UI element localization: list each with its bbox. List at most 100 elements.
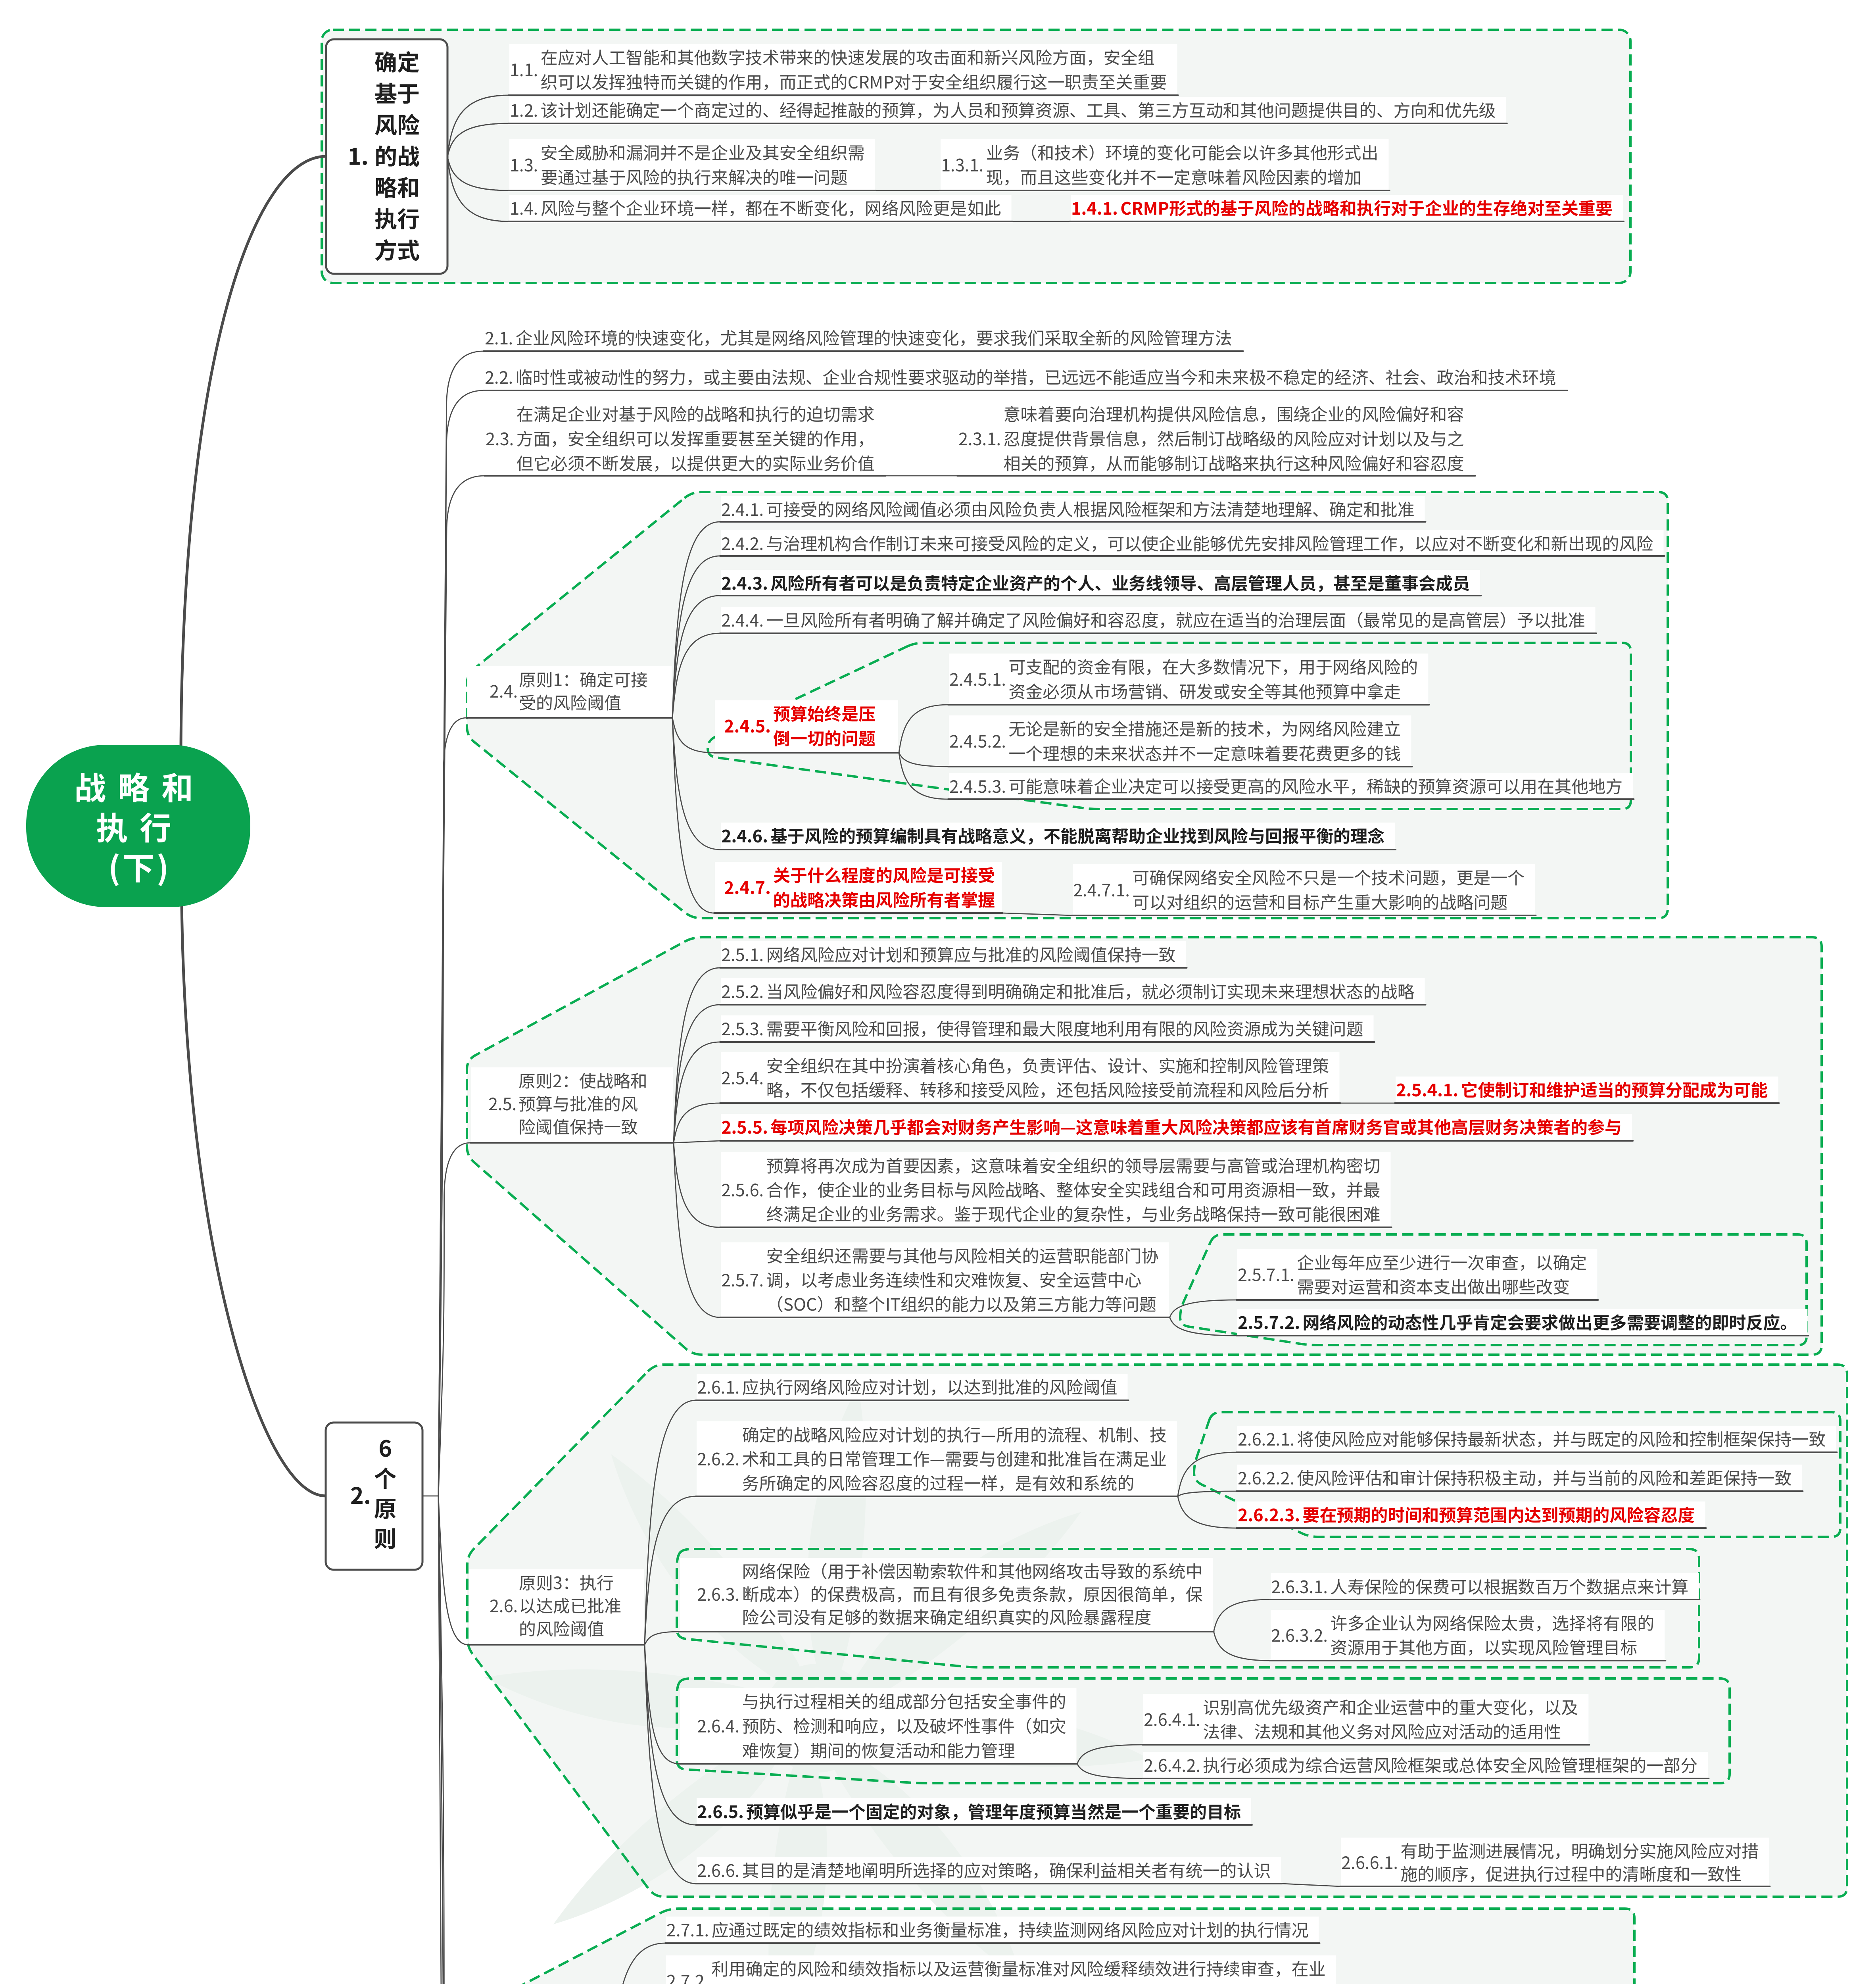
svg-text:略，不仅包括缓释、转移和接受风险，还包括风险接受前流程和风险: 略，不仅包括缓释、转移和接受风险，还包括风险接受前流程和风险后分析 xyxy=(766,1077,1329,1102)
svg-text:合作，使企业的业务目标与风险战略、整体安全实践组合和可用资源: 合作，使企业的业务目标与风险战略、整体安全实践组合和可用资源相一致，并最 xyxy=(766,1177,1381,1202)
svg-text:2.6.2.3.: 2.6.2.3. xyxy=(1238,1502,1300,1526)
svg-text:2.5.4.: 2.5.4. xyxy=(721,1065,764,1090)
svg-text:可确保网络安全风险不只是一个技术问题，更是一个: 可确保网络安全风险不只是一个技术问题，更是一个 xyxy=(1132,865,1525,889)
svg-text:一旦风险所有者明确了解并确定了风险偏好和容忍度，就应在适当的: 一旦风险所有者明确了解并确定了风险偏好和容忍度，就应在适当的治理层面（最常见的是… xyxy=(766,607,1585,632)
svg-text:2.5.: 2.5. xyxy=(488,1091,517,1115)
svg-text:与治理机构合作制订未来可接受风险的定义，可以使企业能够优先安: 与治理机构合作制订未来可接受风险的定义，可以使企业能够优先安排风险管理工作，以应… xyxy=(766,531,1653,555)
svg-text:2.4.: 2.4. xyxy=(490,678,518,703)
svg-text:预算将再次成为首要因素，这意味着安全组织的领导层需要与高管或: 预算将再次成为首要因素，这意味着安全组织的领导层需要与高管或治理机构密切 xyxy=(766,1153,1381,1177)
svg-text:2.6.: 2.6. xyxy=(490,1593,518,1617)
svg-text:织可以发挥独特而关键的作用，而正式的CRMP对于安全组织履行: 织可以发挥独特而关键的作用，而正式的CRMP对于安全组织履行这一职责至关重要 xyxy=(541,69,1167,94)
svg-text:业务（和技术）环境的变化可能会以许多其他形式出: 业务（和技术）环境的变化可能会以许多其他形式出 xyxy=(986,140,1379,164)
svg-text:网络风险应对计划和预算应与批准的风险阈值保持一致: 网络风险应对计划和预算应与批准的风险阈值保持一致 xyxy=(766,942,1176,966)
svg-text:无论是新的安全措施还是新的技术，为网络风险建立: 无论是新的安全措施还是新的技术，为网络风险建立 xyxy=(1008,716,1401,740)
svg-text:2.4.3.: 2.4.3. xyxy=(721,570,768,595)
svg-text:1.4.1.: 1.4.1. xyxy=(1071,195,1118,220)
svg-text:方面，安全组织可以发挥重要甚至关键的作用，: 方面，安全组织可以发挥重要甚至关键的作用， xyxy=(517,426,875,450)
svg-text:战略和: 战略和 xyxy=(74,763,205,809)
svg-text:（SOC）和整个IT组织的能力以及第三方能力等问题: （SOC）和整个IT组织的能力以及第三方能力等问题 xyxy=(766,1291,1156,1316)
svg-text:2.1.: 2.1. xyxy=(485,325,513,350)
svg-text:2.6.2.1.: 2.6.2.1. xyxy=(1238,1426,1294,1451)
svg-text:原则3：执行: 原则3：执行 xyxy=(519,1570,614,1594)
svg-text:2.6.2.2.: 2.6.2.2. xyxy=(1238,1465,1294,1490)
svg-text:2.5.6.: 2.5.6. xyxy=(721,1177,764,1202)
svg-text:务所确定的风险容忍度的过程一样，是有效和系统的: 务所确定的风险容忍度的过程一样，是有效和系统的 xyxy=(742,1470,1135,1495)
svg-text:2.6.1.: 2.6.1. xyxy=(697,1374,739,1399)
svg-text:风险: 风险 xyxy=(374,108,420,140)
svg-text:术和工具的日常管理工作—需要与创建和批准旨在满足业: 术和工具的日常管理工作—需要与创建和批准旨在满足业 xyxy=(742,1446,1167,1471)
svg-text:忍度提供背景信息，然后制订战略级的风险应对计划以及与之: 忍度提供背景信息，然后制订战略级的风险应对计划以及与之 xyxy=(1004,426,1464,450)
svg-text:执行: 执行 xyxy=(374,202,420,234)
svg-text:当风险偏好和风险容忍度得到明确确定和批准后，就必须制订实现未: 当风险偏好和风险容忍度得到明确确定和批准后，就必须制订实现未来理想状态的战略 xyxy=(766,979,1415,1003)
svg-text:资金必须从市场营销、研发或安全等其他预算中拿走: 资金必须从市场营销、研发或安全等其他预算中拿走 xyxy=(1008,679,1401,703)
svg-text:2.6.5.: 2.6.5. xyxy=(697,1799,744,1823)
svg-text:预算始终是压: 预算始终是压 xyxy=(773,701,876,725)
svg-text:1.3.: 1.3. xyxy=(510,152,538,177)
svg-text:有助于监测进展情况，明确划分实施风险应对措: 有助于监测进展情况，明确划分实施风险应对措 xyxy=(1400,1838,1759,1863)
svg-text:现，而且这些变化并不一定意味着风险因素的增加: 现，而且这些变化并不一定意味着风险因素的增加 xyxy=(986,164,1361,189)
svg-text:2.5.7.: 2.5.7. xyxy=(721,1267,764,1292)
svg-text:(下): (下) xyxy=(108,843,171,889)
svg-text:该计划还能确定一个商定过的、经得起推敲的预算，为人员和预算资: 该计划还能确定一个商定过的、经得起推敲的预算，为人员和预算资源、工具、第三方互动… xyxy=(541,97,1496,122)
svg-text:相关的预算，从而能够制订战略来执行这种风险偏好和容忍度: 相关的预算，从而能够制订战略来执行这种风险偏好和容忍度 xyxy=(1004,450,1464,475)
svg-text:关于什么程度的风险是可接受: 关于什么程度的风险是可接受 xyxy=(773,862,995,887)
svg-text:许多企业认为网络保险太贵，选择将有限的: 许多企业认为网络保险太贵，选择将有限的 xyxy=(1330,1610,1654,1635)
svg-text:可接受的网络风险阈值必须由风险负责人根据风险框架和方法清楚地: 可接受的网络风险阈值必须由风险负责人根据风险框架和方法清楚地理解、确定和批准 xyxy=(766,496,1415,521)
svg-text:CRMP形式的基于风险的战略和执行对于企业的生存绝对至关重要: CRMP形式的基于风险的战略和执行对于企业的生存绝对至关重要 xyxy=(1120,195,1613,220)
svg-text:2.6.4.: 2.6.4. xyxy=(697,1713,739,1738)
svg-text:2.4.7.1.: 2.4.7.1. xyxy=(1073,877,1130,902)
svg-text:但它必须不断发展，以提供更大的实际业务价值: 但它必须不断发展，以提供更大的实际业务价值 xyxy=(517,450,875,475)
svg-text:企业风险环境的快速变化，尤其是网络风险管理的快速变化，要求我: 企业风险环境的快速变化，尤其是网络风险管理的快速变化，要求我们采取全新的风险管理… xyxy=(516,325,1232,350)
svg-text:倒一切的问题: 倒一切的问题 xyxy=(773,725,876,750)
svg-text:2.4.4.: 2.4.4. xyxy=(721,607,764,632)
svg-text:与执行过程相关的组成部分包括安全事件的: 与执行过程相关的组成部分包括安全事件的 xyxy=(742,1688,1066,1713)
svg-text:断成本）的保费极高，而且有很多免责条款，原因很简单，保: 断成本）的保费极高，而且有很多免责条款，原因很简单，保 xyxy=(742,1581,1203,1606)
svg-text:每项风险决策几乎都会对财务产生影响—这意味着重大风险决策都应: 每项风险决策几乎都会对财务产生影响—这意味着重大风险决策都应该有首席财务官或其他… xyxy=(770,1114,1622,1139)
svg-text:2.6.3.: 2.6.3. xyxy=(697,1581,739,1606)
svg-text:终满足企业的业务需求。鉴于现代企业的复杂性，与业务战略保持一: 终满足企业的业务需求。鉴于现代企业的复杂性，与业务战略保持一致可能很困难 xyxy=(766,1201,1381,1226)
svg-text:方式: 方式 xyxy=(374,233,420,265)
svg-text:风险与整个企业环境一样，都在不断变化，网络风险更是如此: 风险与整个企业环境一样，都在不断变化，网络风险更是如此 xyxy=(541,195,1001,220)
svg-text:原: 原 xyxy=(374,1491,397,1524)
svg-text:法律、法规和其他义务对风险应对活动的适用性: 法律、法规和其他义务对风险应对活动的适用性 xyxy=(1203,1719,1561,1743)
svg-text:执行: 执行 xyxy=(96,803,183,849)
svg-text:2.5.1.: 2.5.1. xyxy=(721,942,764,966)
svg-text:2.4.7.: 2.4.7. xyxy=(724,875,771,899)
svg-text:使风险评估和审计保持积极主动，并与当前的风险和差距保持一致: 使风险评估和审计保持积极主动，并与当前的风险和差距保持一致 xyxy=(1297,1465,1792,1490)
svg-text:险阈值保持一致: 险阈值保持一致 xyxy=(518,1114,638,1138)
svg-text:1.1.: 1.1. xyxy=(510,57,538,81)
svg-text:1.3.1.: 1.3.1. xyxy=(941,152,983,177)
svg-text:2.: 2. xyxy=(350,1478,371,1511)
svg-text:利用确定的风险和绩效指标以及运营衡量标准对风险缓释绩效进行持: 利用确定的风险和绩效指标以及运营衡量标准对风险缓释绩效进行持续审查，在业 xyxy=(712,1956,1326,1980)
svg-text:确定的战略风险应对计划的执行—所用的流程、机制、技: 确定的战略风险应对计划的执行—所用的流程、机制、技 xyxy=(742,1422,1167,1446)
svg-text:2.4.6.: 2.4.6. xyxy=(721,823,768,848)
svg-text:可支配的资金有限，在大多数情况下，用于网络风险的: 可支配的资金有限，在大多数情况下，用于网络风险的 xyxy=(1008,654,1418,679)
svg-text:2.4.5.2.: 2.4.5.2. xyxy=(949,728,1006,753)
svg-text:2.6.4.2.: 2.6.4.2. xyxy=(1144,1752,1200,1777)
svg-text:2.2.: 2.2. xyxy=(485,364,513,389)
svg-text:网络保险（用于补偿因勒索软件和其他网络攻击导致的系统中: 网络保险（用于补偿因勒索软件和其他网络攻击导致的系统中 xyxy=(742,1558,1203,1583)
svg-text:确定: 确定 xyxy=(374,45,420,77)
svg-text:基于: 基于 xyxy=(374,76,420,109)
svg-text:2.4.5.: 2.4.5. xyxy=(724,713,771,738)
svg-text:1.: 1. xyxy=(348,139,369,171)
svg-text:2.4.2.: 2.4.2. xyxy=(721,531,764,555)
svg-text:2.5.7.2.: 2.5.7.2. xyxy=(1238,1309,1300,1334)
svg-text:的风险阈值: 的风险阈值 xyxy=(519,1616,604,1640)
svg-text:6: 6 xyxy=(378,1431,392,1463)
svg-text:要通过基于风险的执行来解决的唯一问题: 要通过基于风险的执行来解决的唯一问题 xyxy=(541,164,848,189)
svg-text:资源用于其他方面，以实现风险管理目标: 资源用于其他方面，以实现风险管理目标 xyxy=(1330,1634,1637,1659)
svg-text:2.7.1.: 2.7.1. xyxy=(666,1917,709,1942)
svg-text:原则2：使战略和: 原则2：使战略和 xyxy=(518,1068,647,1092)
svg-text:意味着要向治理机构提供风险信息，围绕企业的风险偏好和容: 意味着要向治理机构提供风险信息，围绕企业的风险偏好和容 xyxy=(1004,401,1464,426)
svg-text:2.7.2.: 2.7.2. xyxy=(666,1968,709,1984)
svg-text:2.6.2.: 2.6.2. xyxy=(697,1446,739,1471)
svg-text:以达成已批准: 以达成已批准 xyxy=(519,1593,621,1617)
svg-text:2.6.3.2.: 2.6.3.2. xyxy=(1271,1623,1328,1647)
svg-text:调，以考虑业务连续性和灾难恢复、安全运营中心: 调，以考虑业务连续性和灾难恢复、安全运营中心 xyxy=(766,1267,1142,1292)
svg-text:网络风险的动态性几乎肯定会要求做出更多需要调整的即时反应。: 网络风险的动态性几乎肯定会要求做出更多需要调整的即时反应。 xyxy=(1302,1309,1797,1334)
svg-text:临时性或被动性的努力，或主要由法规、企业合规性要求驱动的举措: 临时性或被动性的努力，或主要由法规、企业合规性要求驱动的举措，已远远不能适应当今… xyxy=(516,364,1556,389)
svg-text:2.6.4.1.: 2.6.4.1. xyxy=(1144,1707,1200,1731)
svg-text:2.5.7.1.: 2.5.7.1. xyxy=(1238,1262,1294,1286)
svg-text:的战: 的战 xyxy=(374,139,420,171)
